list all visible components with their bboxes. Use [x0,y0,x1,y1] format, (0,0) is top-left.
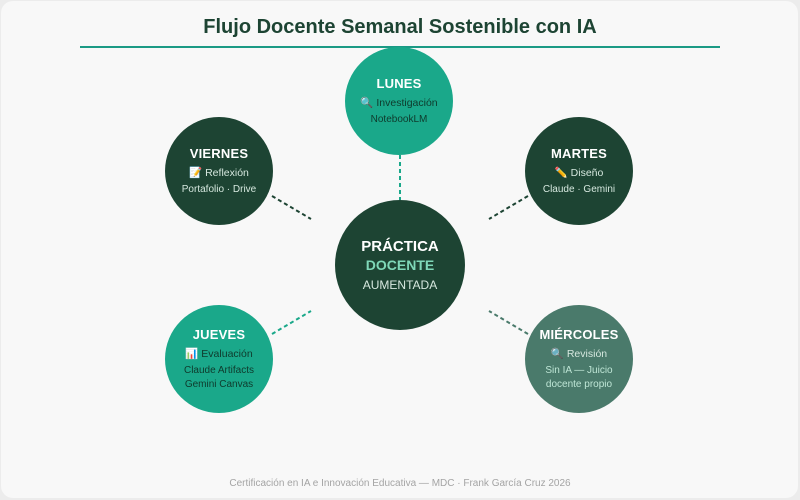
node-miercoles-tool-2: docente propio [545,378,613,390]
connector-jueves [271,310,312,335]
node-martes-name: MARTES [550,145,608,161]
node-jueves-activity: 📊 Evaluación [185,347,253,360]
node-martes: MARTES ✏️ Diseño Claude · Gemini [525,117,633,225]
node-miercoles-name: MIÉRCOLES [539,326,619,342]
center-line-3: AUMENTADA [362,278,438,292]
node-martes-activity: ✏️ Diseño [554,166,604,179]
node-jueves-name: JUEVES [192,326,246,342]
node-jueves: JUEVES 📊 Evaluación Claude Artifacts Gem… [165,305,273,413]
connector-martes [488,195,529,220]
node-miercoles: MIÉRCOLES 🔍 Revisión Sin IA — Juicio doc… [525,305,633,413]
center-line-1: PRÁCTICA [361,238,439,255]
node-lunes-name: LUNES [376,75,422,91]
node-martes-tool: Claude · Gemini [542,183,616,195]
node-miercoles-activity: 🔍 Revisión [550,347,608,360]
diagram-title: Flujo Docente Semanal Sostenible con IA [203,16,597,38]
node-viernes: VIERNES 📝 Reflexión Portafolio · Drive [165,117,273,225]
node-viernes-activity: 📝 Reflexión [189,166,249,179]
connector-miercoles [488,310,529,335]
node-miercoles-tool-1: Sin IA — Juicio [545,364,613,376]
node-lunes-activity: 🔍 Investigación [360,96,438,109]
node-lunes-tool: NotebookLM [370,113,428,125]
center-line-2: DOCENTE [365,257,435,273]
node-lunes: LUNES 🔍 Investigación NotebookLM [345,47,453,155]
footer-credit: Certificación en IA e Innovación Educati… [229,478,571,489]
node-viernes-name: VIERNES [189,145,249,161]
node-jueves-tool-1: Claude Artifacts [183,364,255,376]
node-jueves-tool-2: Gemini Canvas [184,378,254,390]
connector-viernes [271,195,312,220]
node-viernes-tool: Portafolio · Drive [181,183,257,195]
center-node: PRÁCTICA DOCENTE AUMENTADA [335,200,465,330]
